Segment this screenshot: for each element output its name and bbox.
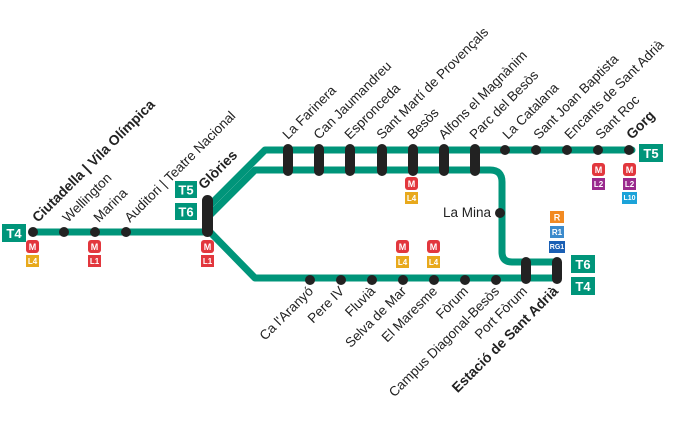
interchange-capsules xyxy=(202,144,562,284)
svg-text:T6: T6 xyxy=(575,257,590,272)
capsule-besos xyxy=(408,144,418,176)
label-la-mina: La Mina xyxy=(443,205,492,220)
badge-l4-selva-de-mar: L4 xyxy=(396,256,409,268)
badge-l4-ciutadella: L4 xyxy=(26,255,39,267)
labels-upper: La Farinera Can Jaumandreu Espronceda Sa… xyxy=(280,24,667,220)
svg-text:L4: L4 xyxy=(28,257,38,266)
capsule-alfons xyxy=(439,144,449,176)
badge-l4-besos: L4 xyxy=(405,192,418,204)
dot-auditori[interactable] xyxy=(121,227,131,237)
dot-campus[interactable] xyxy=(491,275,501,285)
route-t4-lower xyxy=(206,228,560,282)
metro-logo-sant-roc: M xyxy=(592,163,605,176)
dot-marina[interactable] xyxy=(90,227,100,237)
metro-logo-el-maresme: M xyxy=(427,240,440,253)
dot-forum[interactable] xyxy=(460,275,470,285)
metro-logo-marina: M xyxy=(88,240,101,253)
badge-l10-gorg: L10 xyxy=(622,192,637,204)
badge-r1-sant-adria: R1 xyxy=(550,226,564,238)
route-t5 xyxy=(206,146,636,209)
capsule-estacio-sant-adria xyxy=(552,257,562,284)
svg-text:M: M xyxy=(430,242,438,252)
capsule-sant-marti xyxy=(377,144,387,176)
svg-text:RG1: RG1 xyxy=(550,244,565,251)
capsule-parc-besos xyxy=(470,144,480,176)
badge-l2-sant-roc: L2 xyxy=(592,178,605,190)
badge-l2-gorg: L2 xyxy=(623,178,636,190)
metro-logo-gorg: M xyxy=(623,163,636,176)
metro-logo-ciutadella: M xyxy=(26,240,39,253)
svg-text:L10: L10 xyxy=(623,195,635,202)
svg-text:L2: L2 xyxy=(625,180,635,189)
dot-ca-aranyo[interactable] xyxy=(305,275,315,285)
capsule-glories xyxy=(202,195,213,237)
svg-text:T4: T4 xyxy=(6,226,22,241)
metro-logo-selva-de-mar: M xyxy=(396,240,409,253)
line-badge-t6-glories[interactable]: T6 xyxy=(175,203,197,220)
dot-selva-de-mar[interactable] xyxy=(398,275,408,285)
dot-ciutadella[interactable] xyxy=(28,227,38,237)
svg-text:T5: T5 xyxy=(178,183,193,198)
svg-text:L4: L4 xyxy=(429,258,439,267)
svg-text:L4: L4 xyxy=(398,258,408,267)
dot-sant-joan-baptista[interactable] xyxy=(531,145,541,155)
badge-l4-el-maresme: L4 xyxy=(427,256,440,268)
dot-pere-iv[interactable] xyxy=(336,275,346,285)
svg-text:L1: L1 xyxy=(203,257,213,266)
svg-text:L4: L4 xyxy=(407,194,417,203)
station-dots xyxy=(28,145,634,285)
line-badge-t5-east[interactable]: T5 xyxy=(639,144,663,162)
svg-text:M: M xyxy=(29,242,37,252)
dot-el-maresme[interactable] xyxy=(429,275,439,285)
svg-text:M: M xyxy=(204,242,212,252)
svg-text:M: M xyxy=(626,165,634,175)
svg-text:L1: L1 xyxy=(90,257,100,266)
capsule-can-jaumandreu xyxy=(314,144,324,176)
svg-text:M: M xyxy=(408,179,416,189)
svg-text:L2: L2 xyxy=(594,180,604,189)
dot-wellington[interactable] xyxy=(59,227,69,237)
svg-text:M: M xyxy=(399,242,407,252)
badge-l1-marina: L1 xyxy=(88,255,101,267)
badge-l1-glories: L1 xyxy=(201,255,214,267)
line-badge-t6-end[interactable]: T6 xyxy=(571,255,595,273)
dot-gorg[interactable] xyxy=(624,145,634,155)
line-badge-t4-west[interactable]: T4 xyxy=(2,224,26,242)
line-badges: T4 T5 T6 T5 T6 T4 xyxy=(2,144,663,295)
svg-text:T6: T6 xyxy=(178,205,193,220)
dot-encants[interactable] xyxy=(562,145,572,155)
svg-text:M: M xyxy=(595,165,603,175)
badge-rg1-sant-adria: RG1 xyxy=(549,241,565,253)
dot-sant-roc[interactable] xyxy=(593,145,603,155)
capsule-la-farinera xyxy=(283,144,293,176)
dot-la-mina[interactable] xyxy=(495,208,505,218)
route-t6-upper xyxy=(206,166,560,266)
connection-badges: M L4 M L1 M L1 M L4 xyxy=(26,163,637,268)
line-badge-t5-glories[interactable]: T5 xyxy=(175,181,197,198)
dot-fluvia[interactable] xyxy=(367,275,377,285)
metro-logo-glories: M xyxy=(201,240,214,253)
svg-text:R1: R1 xyxy=(552,228,563,237)
svg-text:R: R xyxy=(554,212,561,222)
svg-text:T5: T5 xyxy=(643,146,658,161)
badge-r-sant-adria: R xyxy=(550,211,564,223)
line-badge-t4-end[interactable]: T4 xyxy=(571,277,595,295)
svg-text:T4: T4 xyxy=(575,279,591,294)
metro-logo-besos: M xyxy=(405,177,418,190)
capsule-espronceda xyxy=(345,144,355,176)
svg-text:M: M xyxy=(91,242,99,252)
dot-la-catalana[interactable] xyxy=(500,145,510,155)
capsule-port-forum xyxy=(521,257,531,284)
labels-lower: Ca l'Aranyó Pere IV Fluvià Selva de Mar … xyxy=(256,283,561,400)
